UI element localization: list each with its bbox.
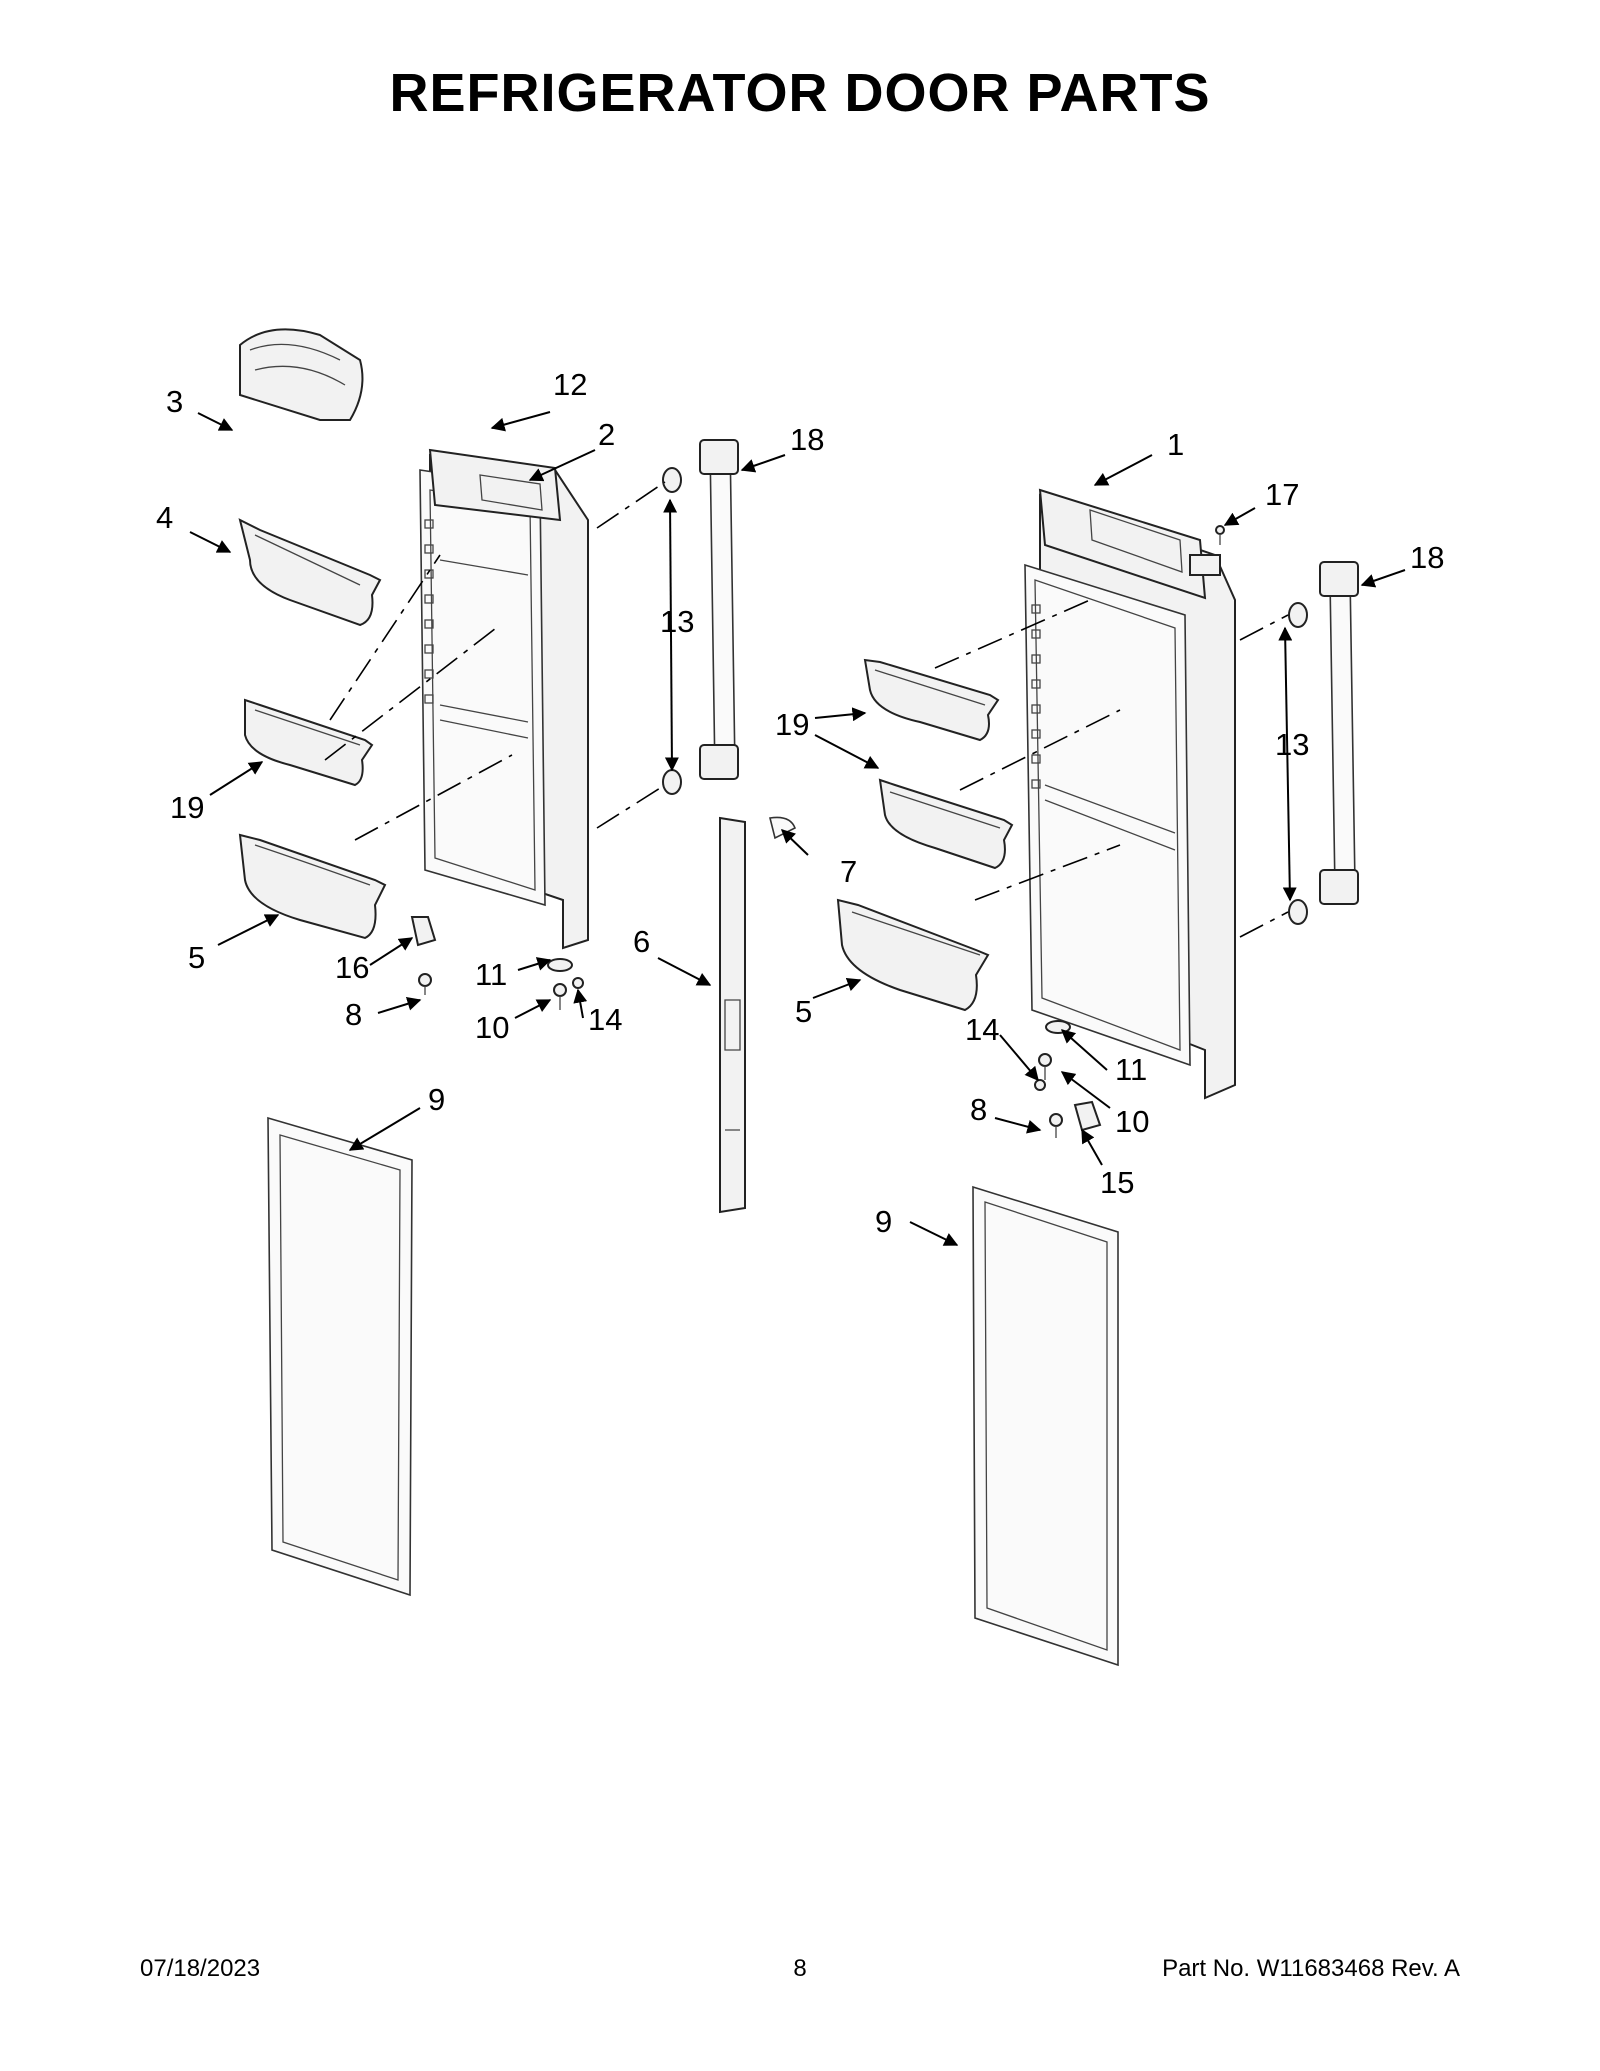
callout-13-right: 13 [1275, 727, 1309, 762]
footer-page-number: 8 [793, 1955, 807, 1982]
callout-5-right: 5 [795, 994, 812, 1029]
left-door-shelf-upper [244, 698, 374, 787]
right-hinge-hardware [1034, 525, 1225, 1138]
callout-3: 3 [166, 384, 183, 419]
callout-9-right: 9 [875, 1204, 892, 1239]
callout-15: 15 [1100, 1165, 1134, 1200]
callout-18-left: 18 [790, 422, 824, 457]
callout-19-left: 19 [170, 790, 204, 825]
callout-5-left: 5 [188, 940, 205, 975]
callout-9-left: 9 [428, 1082, 445, 1117]
leader-arrows [189, 411, 1406, 1246]
left-door-handle [662, 438, 739, 795]
callout-10-right: 10 [1115, 1104, 1149, 1139]
callout-11-left: 11 [475, 957, 507, 992]
callout-8-left: 8 [345, 997, 362, 1032]
callout-1: 1 [1167, 427, 1184, 462]
callout-16: 16 [335, 950, 369, 985]
callout-17: 17 [1265, 477, 1299, 512]
callout-10-left: 10 [475, 1010, 509, 1045]
right-door-shelf-middle [878, 778, 1014, 870]
right-door-shelf-lower [836, 898, 990, 1012]
callout-7: 7 [840, 854, 857, 889]
left-door-gasket [267, 1116, 413, 1597]
callout-8-right: 8 [970, 1092, 987, 1127]
callout-12: 12 [553, 367, 587, 402]
left-door-liner [419, 448, 589, 950]
callout-11-right: 11 [1115, 1052, 1147, 1087]
callout-4: 4 [156, 500, 173, 535]
left-dairy-bin [238, 518, 382, 627]
assembly-lines [324, 481, 1289, 938]
left-dairy-bin-cover [239, 328, 364, 421]
right-door-handle [1288, 561, 1359, 925]
callout-14-left: 14 [588, 1002, 622, 1037]
footer-part-number: Part No. W11683468 Rev. A [1162, 1955, 1460, 1982]
callout-14-right: 14 [965, 1012, 999, 1047]
center-mullion [719, 816, 797, 1214]
callout-13-left: 13 [660, 604, 694, 639]
right-door-liner [1024, 488, 1236, 1100]
callout-19-right: 19 [775, 707, 809, 742]
right-door-shelf-upper [863, 658, 1000, 742]
callout-6: 6 [633, 924, 650, 959]
footer-date: 07/18/2023 [140, 1955, 261, 1982]
left-hinge-hardware [410, 916, 584, 1010]
callout-labels: 1 2 3 4 5 5 6 7 8 8 9 9 10 10 11 11 12 1… [156, 367, 1444, 1239]
callout-2: 2 [598, 417, 615, 452]
callout-18-right: 18 [1410, 540, 1444, 575]
left-door-shelf-lower [238, 833, 387, 940]
page-title: REFRIGERATOR DOOR PARTS [389, 63, 1211, 123]
right-door-gasket [972, 1185, 1119, 1667]
